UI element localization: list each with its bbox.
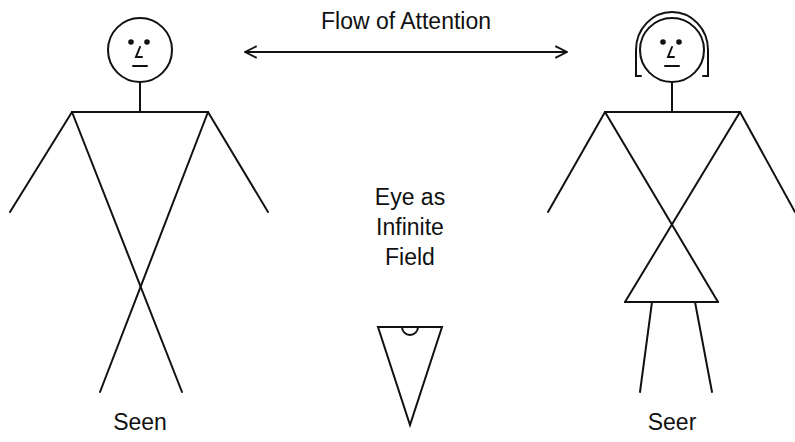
arm xyxy=(548,112,605,212)
body-leg xyxy=(100,112,208,392)
body xyxy=(625,112,740,302)
head xyxy=(108,18,172,82)
eye-pupil xyxy=(402,327,418,335)
seer-figure-node: Seer xyxy=(592,14,752,438)
neck xyxy=(671,82,673,112)
neck xyxy=(139,82,141,112)
arm xyxy=(10,112,72,212)
mouth xyxy=(665,65,679,67)
seen-figure-node: Seen xyxy=(60,14,220,438)
seen-figure xyxy=(10,18,268,392)
shoulders xyxy=(605,111,740,113)
edge-label: Flow of Attention xyxy=(317,8,495,36)
eye-dot xyxy=(677,40,681,44)
eye-triangle xyxy=(378,327,442,425)
eye-field-node: Eye as Infinite Field xyxy=(340,183,480,428)
nose xyxy=(136,47,142,57)
attention-arrow xyxy=(245,51,567,53)
arm xyxy=(740,112,795,212)
shoulders xyxy=(72,111,208,113)
arm xyxy=(208,112,268,212)
mouth xyxy=(133,65,147,67)
figure-label: Seer xyxy=(648,408,697,438)
eye-symbol xyxy=(378,327,442,425)
nose xyxy=(668,47,674,57)
seer-figure xyxy=(548,12,795,392)
figure-label: Eye as Infinite Field xyxy=(360,183,460,273)
body-leg xyxy=(72,112,182,392)
body xyxy=(605,112,718,302)
leg xyxy=(640,302,652,392)
eye-dot xyxy=(145,40,149,44)
hair xyxy=(636,12,708,76)
eye-dot xyxy=(129,40,133,44)
eye-dot xyxy=(661,40,665,44)
skirt-hem xyxy=(625,301,718,303)
head xyxy=(640,18,704,82)
figure-label: Seen xyxy=(113,408,167,438)
leg xyxy=(695,302,712,392)
